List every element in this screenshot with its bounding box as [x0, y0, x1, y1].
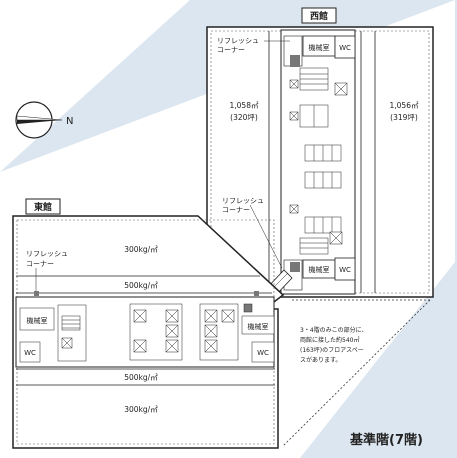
west-left-tsubo: (320坪) — [230, 113, 258, 122]
west-refresh-mid-line2: コーナー — [222, 206, 250, 214]
east-wc-left: WC — [24, 349, 36, 357]
compass-north-label: N — [66, 116, 73, 127]
note-line4: スがあります。 — [300, 356, 341, 364]
west-right-area: 1,056㎡ — [390, 101, 419, 110]
east-machine-right: 機械室 — [248, 322, 269, 331]
east-building-name: 東館 — [34, 201, 52, 213]
west-refresh-top-line2: コーナー — [217, 46, 245, 54]
east-upper-load: 300kg/㎡ — [124, 245, 158, 254]
note-line1: 3・4階のみこの部分に、 — [300, 326, 367, 334]
extra-space-outline — [282, 299, 431, 447]
floor-title: 基準階(7階) — [349, 432, 423, 448]
west-left-area: 1,058㎡ — [230, 101, 259, 110]
west-building-name: 西館 — [310, 10, 328, 22]
west-wc-top: WC — [339, 44, 351, 52]
west-refresh-mid-line1: リフレッシュ — [222, 197, 264, 205]
west-machine-top: 機械室 — [309, 43, 330, 52]
east-refresh-line1: リフレッシュ — [26, 250, 68, 258]
west-building-tab — [301, 7, 337, 24]
note: 3・4階のみこの部分に、 両館に接した約540㎡ (163坪)のフロアスペー ス… — [300, 326, 367, 364]
east-refresh-line2: コーナー — [26, 260, 54, 268]
east-wc-right: WC — [257, 349, 269, 357]
west-building: 西館 リフレッシュ コーナー 機械室 WC 1,058㎡ (320坪) 1,05… — [206, 7, 434, 298]
east-building-tab — [25, 198, 61, 215]
east-building: 東館 リフレッシュ コーナー 300kg/㎡ 500kg/㎡ 機械室 WC 機械… — [12, 198, 285, 449]
note-line3: (163坪)のフロアスペー — [300, 346, 364, 354]
east-upper-load2: 500kg/㎡ — [124, 281, 158, 290]
east-lower-load2: 500kg/㎡ — [124, 373, 158, 382]
west-wc-bottom: WC — [339, 266, 351, 274]
west-refresh-top-line1: リフレッシュ — [217, 37, 259, 45]
east-machine-left: 機械室 — [27, 316, 48, 325]
east-lower-load: 300kg/㎡ — [124, 405, 158, 414]
west-machine-bottom: 機械室 — [309, 265, 330, 274]
note-line2: 両館に接した約540㎡ — [300, 336, 359, 344]
compass-icon: N — [15, 101, 73, 139]
west-right-tsubo: (319坪) — [390, 113, 418, 122]
